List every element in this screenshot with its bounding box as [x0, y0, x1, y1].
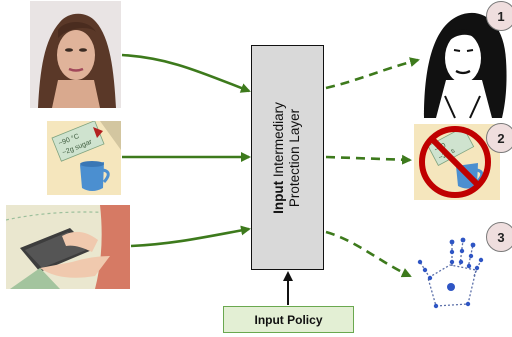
face-photo	[30, 1, 121, 108]
arrow-layer-to-sketch	[325, 57, 420, 90]
badge-1: 1	[486, 1, 512, 31]
protection-layer-label: Input Intermediary Protection Layer	[271, 102, 303, 214]
input-policy-box: Input Policy	[223, 306, 354, 333]
arrow-layer-to-prohibited	[325, 154, 412, 165]
prohibited-icon	[419, 126, 491, 198]
arrow-typing-to-layer	[130, 225, 251, 248]
protection-layer-label-rest: Intermediary	[271, 102, 286, 181]
typing-photo	[6, 205, 130, 289]
hand-skeleton-output	[417, 237, 484, 309]
arrow-layer-to-hand	[325, 230, 412, 278]
protection-layer-label-line2: Protection Layer	[287, 108, 302, 208]
arrow-face-to-layer	[121, 53, 251, 93]
badge-3: 3	[486, 222, 512, 252]
food-label-photo: ~90 °C ~2g sugar	[47, 121, 121, 195]
badge-2: 2	[486, 123, 512, 153]
protection-layer-box	[251, 45, 324, 270]
protection-layer-label-bold: Input	[271, 180, 286, 214]
face-sketch-output	[424, 12, 507, 119]
prohibited-food-output: ~90 ~2g s	[414, 124, 500, 200]
